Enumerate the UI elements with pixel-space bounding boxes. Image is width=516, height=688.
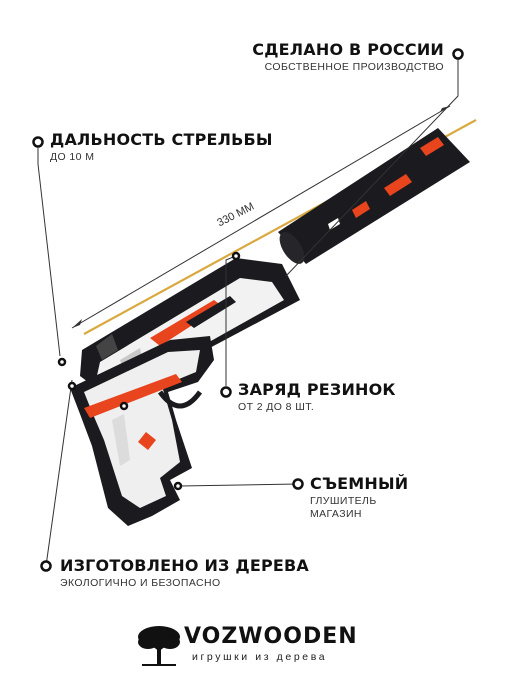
callout-title: ЗАРЯД РЕЗИНОК — [238, 380, 396, 399]
callout-dots — [32, 48, 464, 572]
callout-subtitle: ДО 10 М — [50, 151, 95, 163]
callout-subtitle: МАГАЗИН — [310, 508, 362, 520]
callout-range: ДАЛЬНОСТЬ СТРЕЛЬБЫ ДО 10 М — [50, 130, 273, 164]
callout-removable: СЪЕМНЫЙ ГЛУШИТЕЛЬ МАГАЗИН — [310, 474, 408, 521]
callout-made-in: СДЕЛАНО В РОССИИ СОБСТВЕННОЕ ПРОИЗВОДСТВ… — [252, 40, 444, 74]
callout-wood: ИЗГОТОВЛЕНО ИЗ ДЕРЕВА ЭКОЛОГИЧНО И БЕЗОП… — [60, 556, 309, 590]
tree-icon — [138, 626, 180, 666]
callout-title: СДЕЛАНО В РОССИИ — [252, 40, 444, 59]
callout-subtitle: ЭКОЛОГИЧНО И БЕЗОПАСНО — [60, 577, 221, 589]
callout-charge: ЗАРЯД РЕЗИНОК ОТ 2 ДО 8 ШТ. — [238, 380, 396, 414]
measure-line — [71, 105, 451, 329]
callout-title: ИЗГОТОВЛЕНО ИЗ ДЕРЕВА — [60, 556, 309, 575]
callout-subtitle: ГЛУШИТЕЛЬ — [310, 495, 377, 507]
callout-subtitle: ОТ 2 ДО 8 ШТ. — [238, 401, 315, 413]
brand-tagline: игрушки из дерева — [192, 651, 328, 663]
callout-title: СЪЕМНЫЙ — [310, 474, 409, 493]
callout-title: ДАЛЬНОСТЬ СТРЕЛЬБЫ — [50, 130, 273, 149]
callout-subtitle: СОБСТВЕННОЕ ПРОИЗВОДСТВО — [264, 61, 444, 73]
brand-logo: VOZWOODEN игрушки из дерева — [136, 622, 386, 668]
brand-name: VOZWOODEN — [184, 624, 358, 649]
pistol-grip — [70, 336, 214, 526]
silencer — [278, 128, 470, 264]
